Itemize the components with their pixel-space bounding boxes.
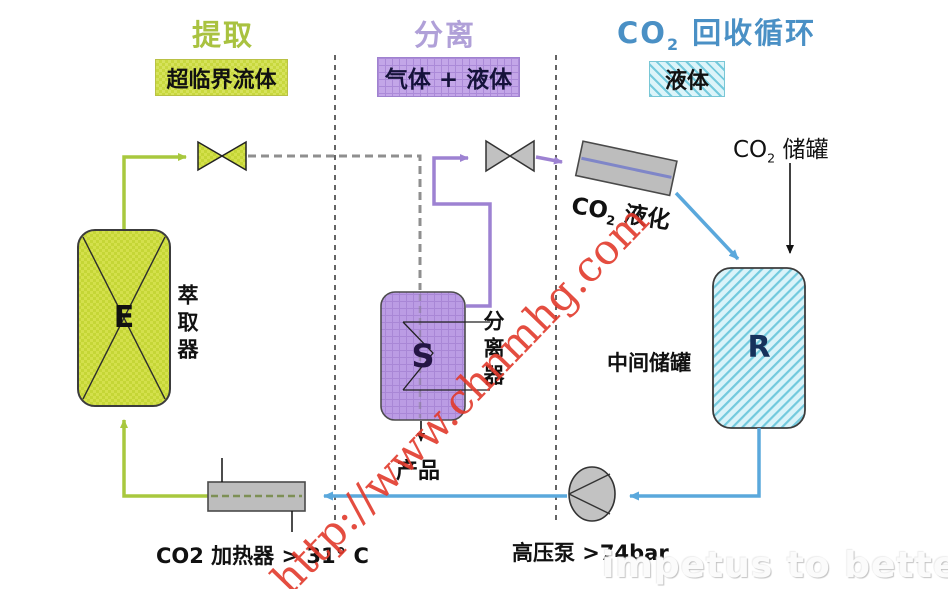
liquefier-prefix: CO (569, 193, 610, 225)
product-label: 产品 (396, 459, 441, 484)
pipe-tank-to-pump (629, 428, 761, 501)
co2-tank-suffix: 储罐 (775, 137, 829, 163)
extractor-cross-pattern (82, 236, 166, 400)
liquefier-suffix: 液化 (614, 200, 672, 235)
heater-label: CO2 加热器 > 31° C (156, 544, 369, 568)
liquefier-exchanger (574, 140, 678, 197)
pump-icon (568, 466, 616, 522)
pipe-valve-to-separator (248, 154, 422, 290)
buffer-tank-letter: R (747, 330, 771, 365)
pipe-liquefier-to-tank (674, 191, 740, 261)
zone-title-extraction: 提取 (192, 18, 255, 52)
tag-liquid: 液体 (649, 61, 725, 97)
co2-subscript: 2 (666, 34, 681, 54)
co2-prefix: CO (617, 16, 667, 50)
zone-title-recovery: CO2 回收循环 (617, 10, 816, 54)
pipe-valve-to-liquefier (535, 155, 563, 165)
pipe-extractor-to-valve (122, 153, 187, 232)
separator-internals (402, 321, 490, 391)
heater-exchanger (207, 458, 306, 532)
tag-gas-plus-liquid: 气体 + 液体 (377, 57, 520, 97)
recovery-suffix: 回收循环 (680, 16, 817, 50)
co2-tank-subscript: 2 (767, 150, 776, 166)
expansion-valve-icon (485, 139, 535, 173)
pipe-separator-to-valve (432, 154, 492, 308)
pipe-heater-to-extractor (120, 419, 208, 498)
extraction-valve-icon (197, 140, 247, 172)
separator-label: 分离器 (481, 310, 505, 391)
co2-tank-prefix: CO (733, 137, 768, 163)
tag-supercritical-fluid: 超临界流体 (155, 59, 288, 96)
extractor-letter: E (113, 300, 135, 335)
co2-tank-label: CO2 储罐 (733, 130, 829, 166)
extractor-label: 萃取器 (175, 284, 199, 365)
separator-vessel (380, 291, 466, 421)
buffer-tank-label: 中间储罐 (607, 351, 691, 375)
separator-letter: S (411, 337, 435, 375)
zone-title-separation: 分离 (414, 18, 477, 52)
slogan-watermark: impetus to better life (602, 545, 948, 586)
pump-label: 高压泵 >74bar (512, 541, 669, 565)
